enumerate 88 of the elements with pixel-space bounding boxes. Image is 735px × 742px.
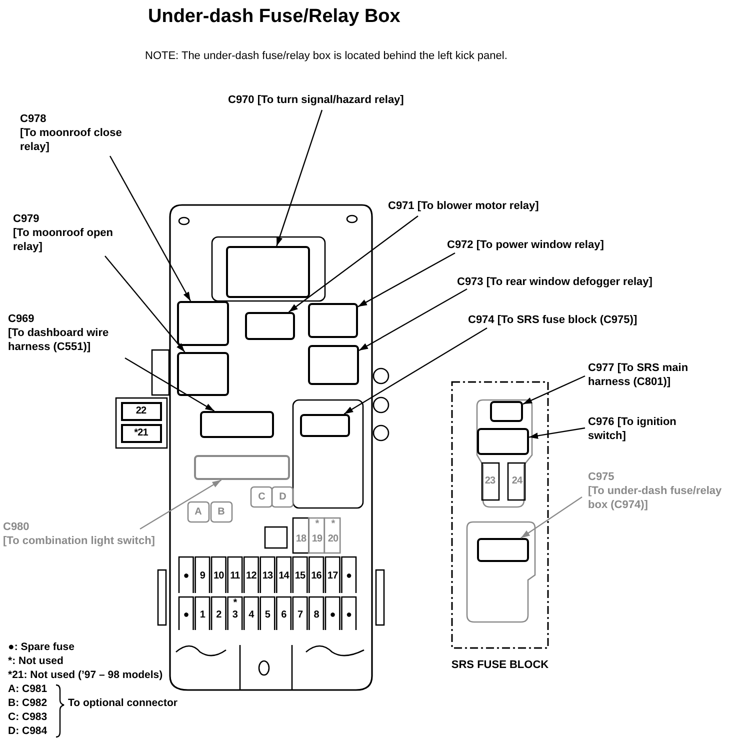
connector-description: [To moonroof close relay] bbox=[20, 126, 123, 154]
fuse-number: 16 bbox=[311, 570, 322, 582]
leader-line bbox=[288, 216, 418, 312]
connector-code: C980 bbox=[3, 520, 30, 534]
connector-socket bbox=[477, 428, 529, 455]
fuse-number: *21 bbox=[134, 426, 148, 440]
fuse-number: 12 bbox=[246, 570, 256, 582]
callout-label: C971 [To blower motor relay] bbox=[388, 199, 603, 213]
connector-socket bbox=[194, 455, 290, 480]
connector-socket bbox=[300, 414, 350, 437]
leader-line bbox=[276, 110, 323, 246]
fuse-number: 2 bbox=[216, 608, 222, 622]
connector-code: C979 bbox=[13, 212, 40, 226]
fuse-number: 19 bbox=[312, 532, 322, 546]
leader-line bbox=[522, 375, 586, 405]
legend-text: B: C982 bbox=[8, 697, 48, 710]
spare-fuse-dot: ● bbox=[183, 570, 189, 582]
legend-text: C: C983 bbox=[8, 711, 48, 724]
legend-text: *21: Not used (’97 – 98 models) bbox=[8, 669, 163, 682]
spare-fuse-dot: ● bbox=[346, 570, 352, 582]
connector-code: C978 bbox=[20, 112, 48, 126]
connector-letter: D bbox=[279, 490, 286, 504]
leader-line bbox=[528, 427, 586, 439]
fuse-number: 22 bbox=[136, 404, 146, 418]
fuse-number: 18 bbox=[296, 532, 306, 546]
connector-code: C975 bbox=[588, 470, 616, 484]
unused-mark: * bbox=[315, 518, 319, 530]
fuse-number: 10 bbox=[214, 570, 224, 582]
fuse-number: 1 bbox=[200, 608, 205, 622]
fuse-number: 24 bbox=[512, 474, 522, 488]
leader-line bbox=[520, 496, 582, 538]
relay-socket bbox=[177, 352, 229, 396]
leader-line bbox=[140, 479, 222, 530]
fuse-number: 7 bbox=[297, 608, 303, 622]
callout-label: C977 [To SRS main harness (C801)] bbox=[588, 361, 728, 389]
leader-line bbox=[358, 252, 456, 308]
fuse-number: 3 bbox=[232, 608, 238, 622]
note-text: NOTE: The under-dash fuse/relay box is located behind the left kick panel. bbox=[145, 50, 508, 63]
callout-label: C972 [To power window relay] bbox=[447, 238, 662, 252]
unused-mark: * bbox=[331, 518, 335, 530]
legend-text: To optional connector bbox=[68, 697, 178, 710]
connector-description: [To combination light switch] bbox=[3, 534, 156, 548]
connector-letter: A bbox=[194, 506, 202, 518]
unused-mark: * bbox=[233, 596, 237, 610]
callout-label: C974 [To SRS fuse block (C975)] bbox=[468, 313, 693, 327]
block-title: SRS FUSE BLOCK bbox=[450, 658, 550, 672]
fuse-number: 20 bbox=[328, 532, 338, 546]
relay-socket bbox=[226, 246, 310, 298]
connector-description: [To under-dash fuse/relay box (C974)] bbox=[588, 484, 723, 512]
fuse-number: 4 bbox=[248, 608, 254, 622]
connector-socket bbox=[490, 401, 523, 422]
fuse-number: 11 bbox=[230, 570, 240, 582]
connector-description: [To moonroof open relay] bbox=[13, 226, 114, 254]
fuse-number: 9 bbox=[200, 570, 205, 582]
connector-socket bbox=[477, 538, 529, 562]
fuse-number: 13 bbox=[262, 570, 273, 582]
spare-fuse-dot: ● bbox=[330, 608, 336, 622]
connector-socket bbox=[200, 411, 274, 438]
leader-line bbox=[109, 156, 192, 302]
legend-text: D: C984 bbox=[8, 725, 48, 738]
leader-line bbox=[124, 357, 215, 412]
leader-line bbox=[358, 288, 468, 351]
spare-fuse-dot: ● bbox=[346, 608, 352, 622]
fuse-number: 15 bbox=[294, 570, 306, 582]
connector-letter: C bbox=[258, 490, 265, 504]
fuse-number: 23 bbox=[484, 474, 496, 488]
callout-label: C976 [To ignition switch] bbox=[588, 415, 703, 443]
fuse-number: 14 bbox=[278, 570, 289, 582]
relay-socket bbox=[308, 345, 359, 385]
callout-label: C973 [To rear window defogger relay] bbox=[457, 275, 697, 289]
callout-label: C970 [To turn signal/hazard relay] bbox=[228, 93, 528, 107]
fuse-number: 6 bbox=[281, 608, 286, 622]
relay-socket bbox=[308, 303, 358, 338]
fuse-number: 5 bbox=[264, 608, 270, 622]
connector-description: [To dashboard wire harness (C551)] bbox=[8, 326, 110, 354]
leader-line bbox=[344, 327, 488, 415]
relay-socket bbox=[245, 312, 295, 340]
legend-text: A: C981 bbox=[8, 683, 48, 696]
fuse-number: 17 bbox=[327, 570, 338, 582]
fuse-number: 8 bbox=[314, 608, 319, 622]
connector-code: C969 bbox=[8, 312, 36, 326]
connector-letter: B bbox=[218, 506, 224, 518]
title: Under-dash Fuse/Relay Box bbox=[148, 6, 400, 28]
relay-socket bbox=[177, 301, 229, 346]
legend-text: ●: Spare fuse bbox=[8, 641, 74, 654]
spare-fuse-dot: ● bbox=[183, 608, 189, 622]
legend-text: *: Not used bbox=[8, 655, 64, 668]
leader-line bbox=[104, 256, 186, 352]
